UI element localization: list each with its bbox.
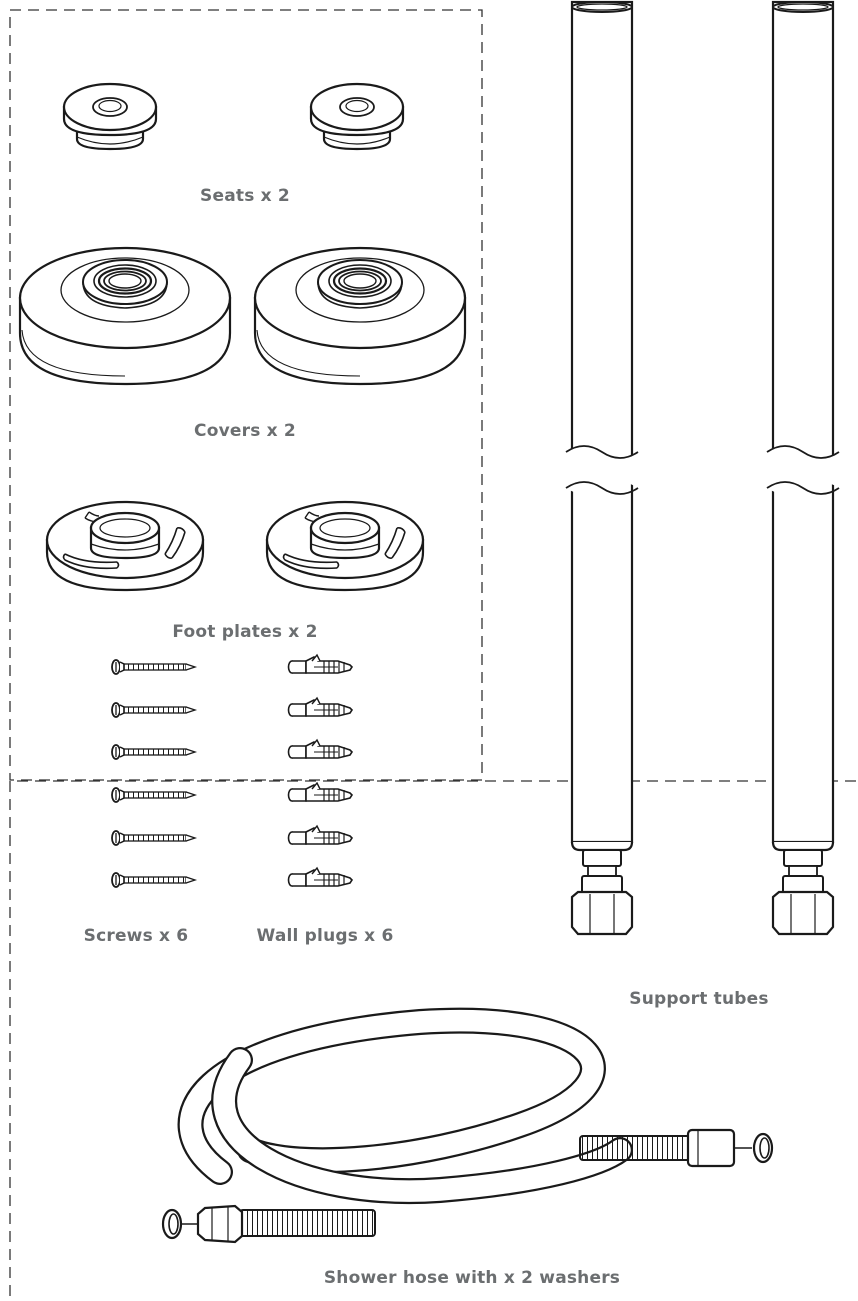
foot-plates-label: Foot plates x 2 <box>172 622 318 642</box>
screw-part <box>111 702 196 718</box>
support-tube-part <box>564 0 640 936</box>
shower-hose-label: Shower hose with x 2 washers <box>323 1268 621 1288</box>
seat-part <box>309 82 405 151</box>
cover-part <box>18 246 232 386</box>
screw-part <box>111 787 196 803</box>
covers-label: Covers x 2 <box>194 421 296 441</box>
seats-label: Seats x 2 <box>200 186 290 206</box>
screw-part <box>111 659 196 675</box>
screw-part <box>111 744 196 760</box>
screw-part <box>111 830 196 846</box>
wall-plug-part <box>287 739 353 759</box>
washer-part <box>752 1132 774 1164</box>
foot-plate-part <box>45 500 205 592</box>
wall-plug-part <box>287 782 353 802</box>
shower-hose-part <box>177 1007 752 1244</box>
screws-label: Screws x 6 <box>83 926 189 946</box>
wall-plug-part <box>287 867 353 887</box>
support-tubes-label: Support tubes <box>629 989 769 1009</box>
cover-part <box>253 246 467 386</box>
hose-group-border <box>9 780 858 1296</box>
screw-part <box>111 872 196 888</box>
parts-group-border <box>9 9 483 781</box>
support-tube-part <box>765 0 841 936</box>
wall-plug-part <box>287 654 353 674</box>
wall-plug-part <box>287 825 353 845</box>
wall-plugs-label: Wall plugs x 6 <box>256 926 394 946</box>
washer-part <box>161 1208 183 1240</box>
foot-plate-part <box>265 500 425 592</box>
wall-plug-part <box>287 697 353 717</box>
seat-part <box>62 82 158 151</box>
